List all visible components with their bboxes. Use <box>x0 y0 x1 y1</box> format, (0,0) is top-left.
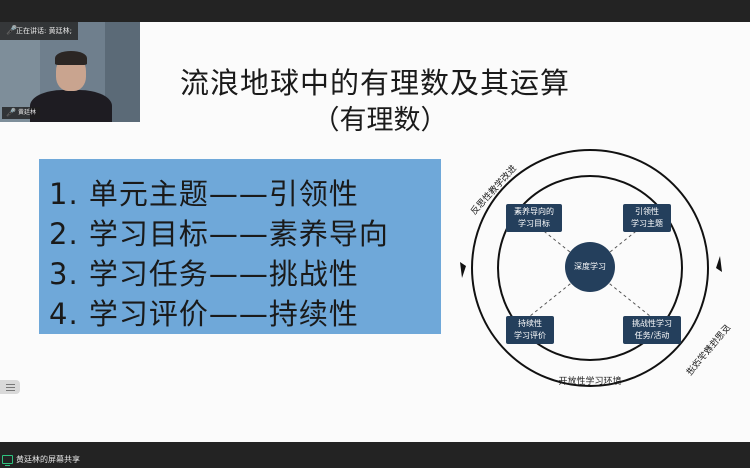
speaking-indicator: 🎤 正在讲话: 黄廷林; <box>0 22 78 40</box>
box-evaluation: 持续性 学习评价 <box>506 316 554 344</box>
box-learning-goals: 素养导向的 学习目标 <box>506 204 562 232</box>
point-3: 3. 学习任务——挑战性 <box>49 257 359 291</box>
speaker-body <box>30 90 112 122</box>
bottom-label: 开放性学习环境 <box>558 377 622 387</box>
key-points-box: 1. 单元主题——引领性 2. 学习目标——素养导向 3. 学习任务——挑战性 … <box>39 159 441 334</box>
menu-lines-icon[interactable] <box>0 380 20 394</box>
microphone-icon: 🎤 <box>6 108 16 117</box>
point-4: 4. 学习评价——持续性 <box>49 297 359 331</box>
screen-share-icon <box>2 454 13 466</box>
box-tasks: 挑战性学习 任务/活动 <box>623 316 681 344</box>
slide-subtitle: （有理数） <box>312 105 448 136</box>
speaker-video-tile[interactable]: 🎤 正在讲话: 黄廷林; 🎤 黄廷林 <box>0 22 140 122</box>
screen-share-label: 黄廷林的屏幕共享 <box>0 452 80 466</box>
participant-name-tag: 🎤 黄廷林 <box>2 107 40 119</box>
microphone-icon: 🎤 <box>6 26 18 36</box>
diagram-rings <box>460 149 722 387</box>
top-toolbar <box>0 0 750 22</box>
speaker-hair <box>55 51 87 65</box>
point-2: 2. 学习目标——素养导向 <box>49 217 389 251</box>
bottom-toolbar <box>0 442 750 468</box>
center-deep-learning: 深度学习 <box>565 242 615 292</box>
slide-title: 流浪地球中的有理数及其运算 <box>179 66 570 100</box>
deep-learning-diagram: 素养导向的 学习目标 引领性 学习主题 深度学习 持续性 学习评价 挑战性学习 … <box>458 138 750 408</box>
point-1: 1. 单元主题——引领性 <box>49 177 359 211</box>
box-theme: 引领性 学习主题 <box>623 204 671 232</box>
